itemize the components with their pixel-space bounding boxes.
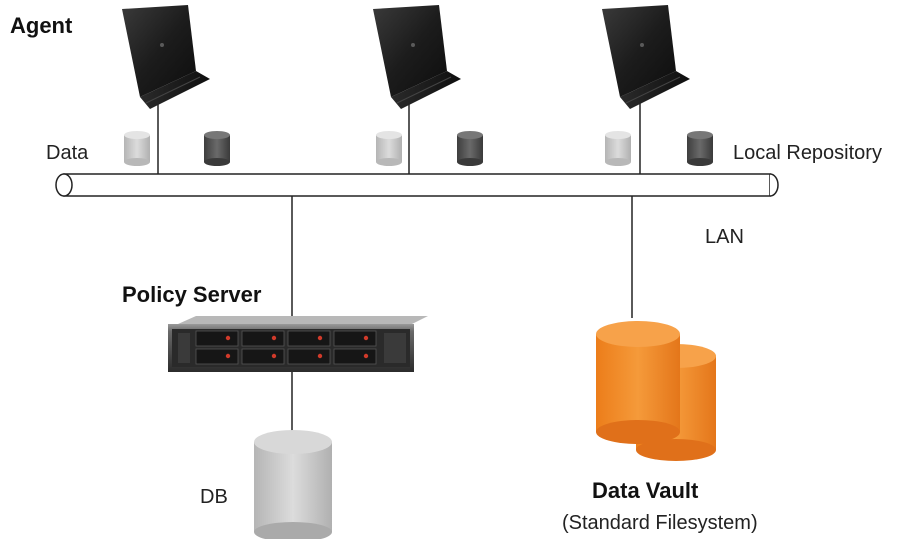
db-label: DB — [200, 486, 228, 508]
data-label: Data — [46, 142, 89, 164]
agent-label: Agent — [10, 13, 73, 38]
policy-server-label: Policy Server — [122, 282, 262, 307]
data-cylinder-icon — [124, 131, 150, 166]
laptop-icon — [372, 4, 462, 110]
data-cylinder-icon — [376, 131, 402, 166]
repository-cylinder-icon — [457, 131, 483, 166]
laptop-icon — [601, 4, 691, 110]
data-vault-label: Data Vault — [592, 478, 699, 503]
storage-icon — [596, 321, 716, 461]
repository-cylinder-icon — [687, 131, 713, 166]
repository-cylinder-icon — [204, 131, 230, 166]
data-vault-sublabel: (Standard Filesystem) — [562, 512, 758, 534]
rack-server-icon — [168, 316, 428, 372]
laptop-icon — [121, 4, 211, 110]
connector-lines — [157, 100, 641, 436]
database-icon — [254, 430, 332, 539]
lan-bus — [55, 173, 779, 197]
data-cylinder-icon — [605, 131, 631, 166]
local-repository-label: Local Repository — [733, 142, 882, 164]
lan-label: LAN — [705, 226, 744, 248]
